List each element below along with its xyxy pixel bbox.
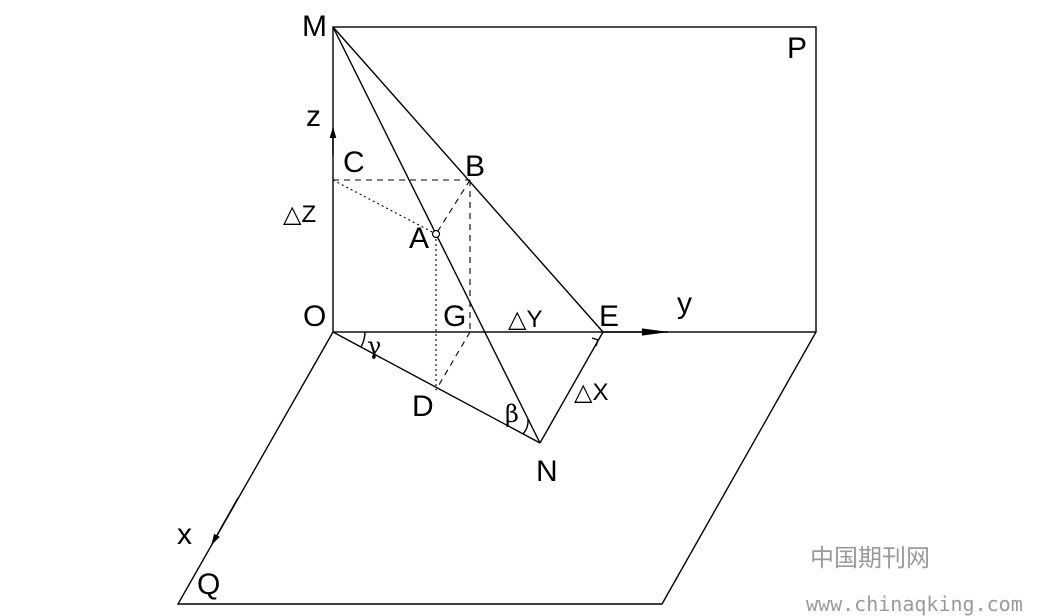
dash-ba xyxy=(435,179,471,235)
label-gamma: γ xyxy=(367,332,381,360)
label-delta-z: △Z xyxy=(283,201,316,228)
label-d: D xyxy=(412,390,434,423)
x-axis-arrow xyxy=(211,497,239,545)
label-b: B xyxy=(465,150,485,183)
line-on xyxy=(332,331,541,444)
label-p: P xyxy=(787,32,807,65)
label-beta: β xyxy=(505,400,519,428)
dash-gd xyxy=(435,331,471,391)
label-g: G xyxy=(443,300,466,333)
point-a-marker xyxy=(431,229,441,239)
label-m: M xyxy=(302,10,327,43)
label-y-axis: y xyxy=(677,287,692,320)
angle-beta-arc xyxy=(522,418,529,435)
label-e: E xyxy=(599,300,619,333)
label-q: Q xyxy=(197,568,220,601)
plane-q xyxy=(176,331,817,605)
line-en xyxy=(539,331,604,444)
dot-ca xyxy=(332,179,437,235)
label-c: C xyxy=(343,146,365,179)
angle-gamma-arc xyxy=(360,331,366,348)
label-n: N xyxy=(536,455,558,488)
label-z-axis: z xyxy=(306,100,321,133)
plane-p xyxy=(332,26,817,333)
right-angle-e xyxy=(591,337,599,347)
watermark-site-url: www.chinaqking.com xyxy=(806,592,1023,616)
label-x-axis: x xyxy=(177,518,192,551)
label-a: A xyxy=(409,222,429,255)
label-delta-y: △Y xyxy=(508,306,542,333)
label-delta-x: △X xyxy=(574,379,608,406)
watermark-site-name: 中国期刊网 xyxy=(810,544,930,572)
label-o: O xyxy=(303,300,326,333)
